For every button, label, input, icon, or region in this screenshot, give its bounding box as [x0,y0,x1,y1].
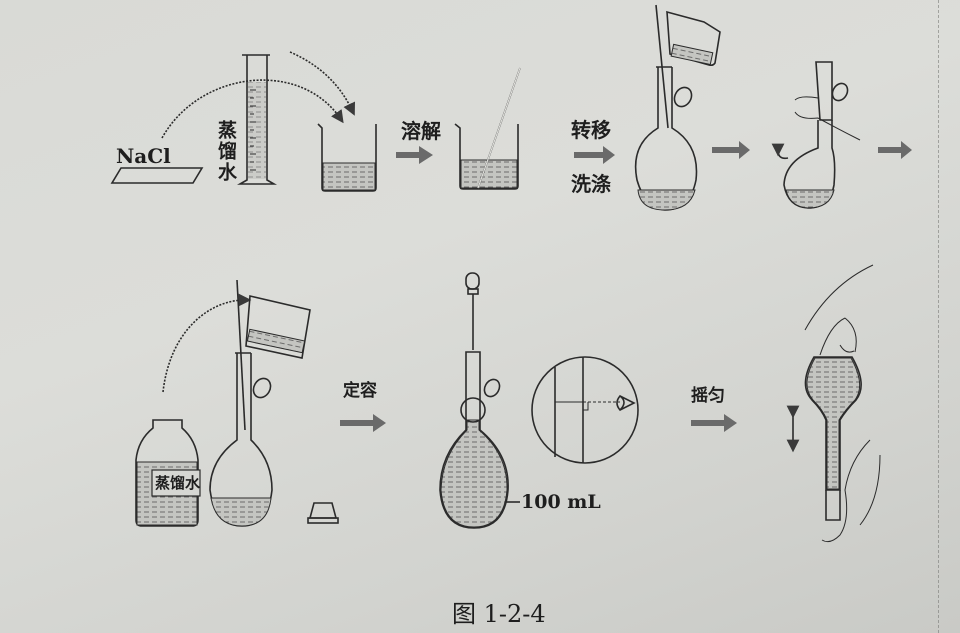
graduated-cylinder [236,54,278,185]
flask-inverted-shaking [786,264,881,543]
meniscus-magnifier [531,356,639,464]
distilled-water-cylinder-label: 蒸馏水 [215,120,237,183]
volume-label: 100 mL [521,491,601,513]
nacl-label: NaCl [116,144,171,168]
step-label-make-to-volume: 定容 [343,381,377,401]
flask-washing [209,279,311,527]
step-arrow-mid [712,141,750,159]
step-label-wash: 洗涤 [571,172,611,196]
beaker-with-water [317,123,377,192]
transfer-arc-arrow [161,79,344,139]
water-arc-arrow [289,51,355,116]
beaker-stirring [454,67,521,190]
step-label-transfer: 转移 [571,118,611,142]
step-arrow-dissolve [396,146,433,164]
wash-arc-arrow [162,293,252,393]
flask-with-dropper [439,272,520,529]
step-arrow-make-to-volume [340,414,386,432]
step-label-dissolve: 溶解 [401,119,441,143]
figure-caption: 图 1-2-4 [452,600,546,628]
step-arrow-transfer [574,146,615,164]
flask-pouring [634,4,721,211]
distilled-water-bottle-label: 蒸馏水 [155,474,201,492]
weighing-paper [110,167,204,184]
step-arrow-shake [691,414,737,432]
step-label-shake: 摇匀 [691,386,725,406]
page-edge [938,0,939,633]
flask-swirling-hand [771,61,861,209]
distilled-water-bottle [135,419,201,527]
step-arrow-next-row [878,141,912,159]
flask-stopper [307,502,339,524]
